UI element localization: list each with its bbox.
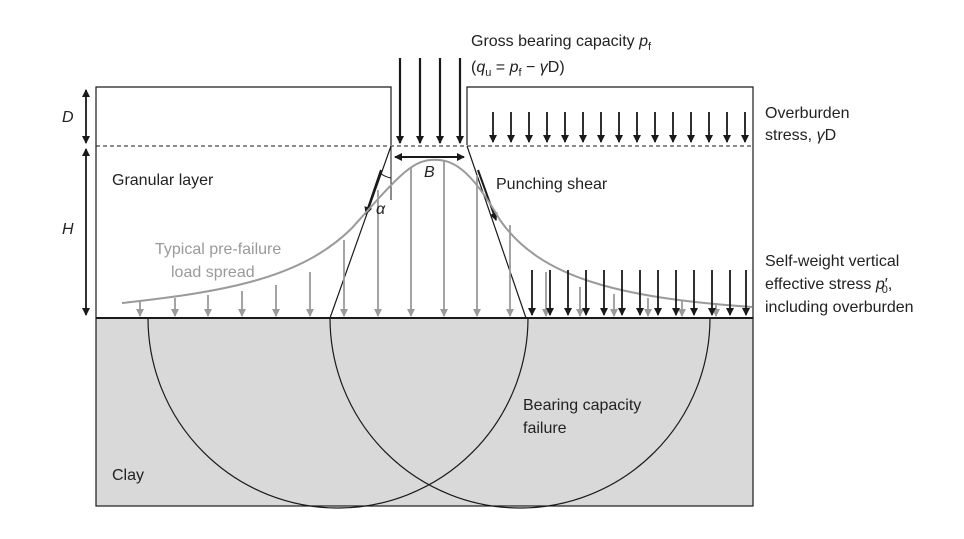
shear-arrow-right [477,169,498,221]
clay-label: Clay [112,467,144,484]
selfweight-label-line3: including overburden [765,299,914,316]
bearing-failure-label-line1: Bearing capacity [523,397,641,414]
typical-spread-label-line2: load spread [171,264,255,281]
overburden-arrows [489,112,749,143]
punch-line-right [466,145,527,319]
gross-bearing-label-line1: Gross bearing capacity pf [471,33,652,53]
load-spread-curve [121,158,753,308]
load-spread-arrows [136,161,720,317]
dim-B-label: B [424,164,435,181]
granular-layer-label: Granular layer [112,172,214,189]
dim-H-label: H [62,221,74,238]
failure-arc-right [329,317,711,509]
selfweight-arrows [528,270,750,316]
selfweight-label-line1: Self-weight vertical [765,253,899,270]
ground-outline [95,86,754,318]
punching-shear-label: Punching shear [496,176,608,193]
alpha-label: α [376,201,386,218]
selfweight-label-line2: effective stress p′0, [765,276,892,296]
gross-load-arrows [396,58,464,144]
overburden-label-line1: Overburden [765,105,850,122]
shear-arrow-left [364,169,382,215]
alpha-arc [379,172,392,179]
bearing-failure-label-line2: failure [523,420,567,437]
typical-spread-label-line1: Typical pre-failure [155,241,281,258]
overburden-label-line2: stress, γD [765,127,836,144]
dim-D-label: D [62,109,74,126]
failure-arc-left [147,317,529,509]
punch-line-left [329,145,392,319]
gross-bearing-label-line2: (qu = pf − γD) [471,59,565,79]
clay-layer [95,317,754,507]
